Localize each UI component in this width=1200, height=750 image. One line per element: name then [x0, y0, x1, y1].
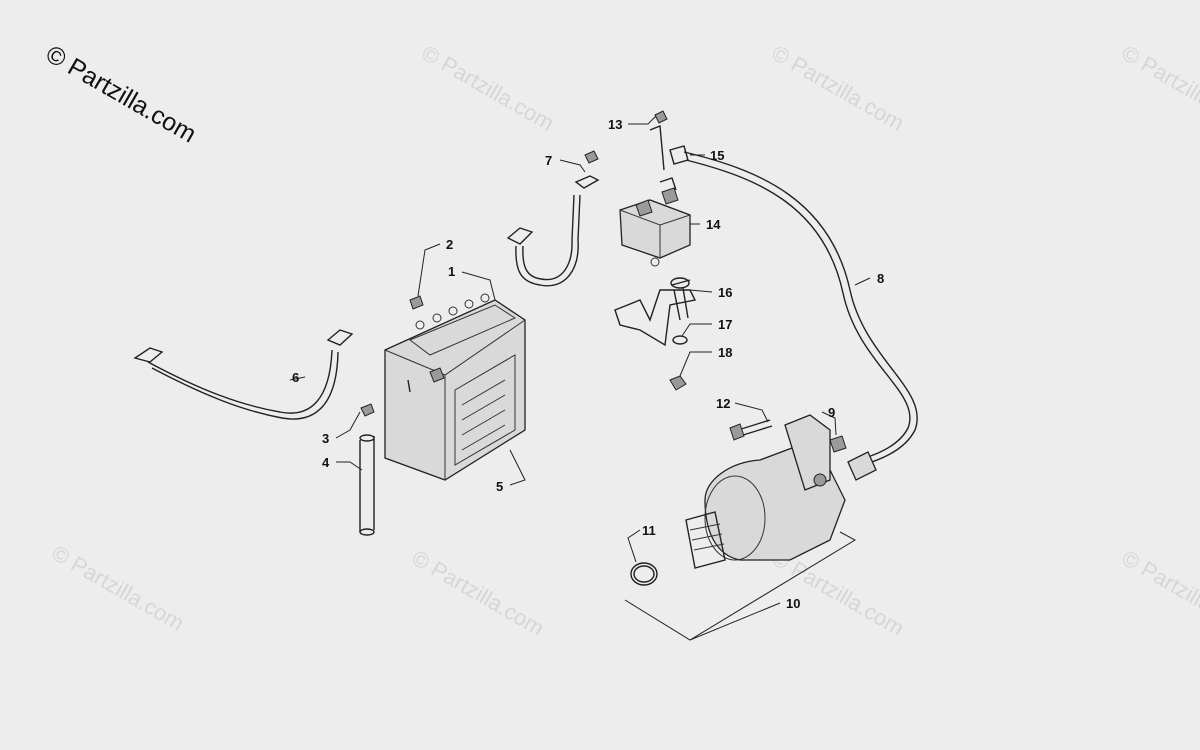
- callout-9: 9: [828, 405, 835, 420]
- callout-5: 5: [496, 479, 503, 494]
- nut-13[interactable]: [654, 110, 668, 124]
- vent-tube[interactable]: [359, 434, 375, 536]
- callout-15: 15: [710, 148, 724, 163]
- callout-12: 12: [716, 396, 730, 411]
- callout-16: 16: [718, 285, 732, 300]
- callout-8: 8: [877, 271, 884, 286]
- callout-13: 13: [608, 117, 622, 132]
- positive-cable[interactable]: [506, 175, 600, 287]
- callout-6: 6: [292, 370, 299, 385]
- callout-1: 1: [448, 264, 455, 279]
- callout-4: 4: [322, 455, 330, 470]
- nut-9[interactable]: [829, 435, 847, 453]
- washer-17[interactable]: [672, 335, 688, 345]
- solenoid-cable-end[interactable]: [669, 145, 689, 165]
- bolt-16[interactable]: [670, 277, 691, 321]
- o-ring-11[interactable]: [630, 562, 658, 586]
- nut-18[interactable]: [669, 375, 687, 391]
- starter-solenoid[interactable]: [619, 125, 691, 267]
- group-bracket-10: [624, 531, 857, 641]
- solenoid-bracket[interactable]: [614, 289, 697, 347]
- bolt-12[interactable]: [729, 419, 773, 441]
- callout-17: 17: [718, 317, 732, 332]
- battery-cap[interactable]: [409, 295, 424, 310]
- callout-11: 11: [642, 523, 656, 538]
- callout-3: 3: [322, 431, 329, 446]
- vent-elbow[interactable]: [360, 403, 375, 417]
- battery[interactable]: [384, 293, 526, 481]
- callout-2: 2: [446, 237, 453, 252]
- starter-motor[interactable]: [685, 414, 846, 569]
- nut-small[interactable]: [584, 150, 599, 164]
- callout-10: 10: [786, 596, 800, 611]
- negative-cable[interactable]: [133, 329, 354, 420]
- leader-lines: [289, 115, 871, 641]
- callout-14: 14: [706, 217, 721, 232]
- callout-7: 7: [545, 153, 552, 168]
- starter-cable[interactable]: [683, 151, 918, 481]
- callout-18: 18: [718, 345, 732, 360]
